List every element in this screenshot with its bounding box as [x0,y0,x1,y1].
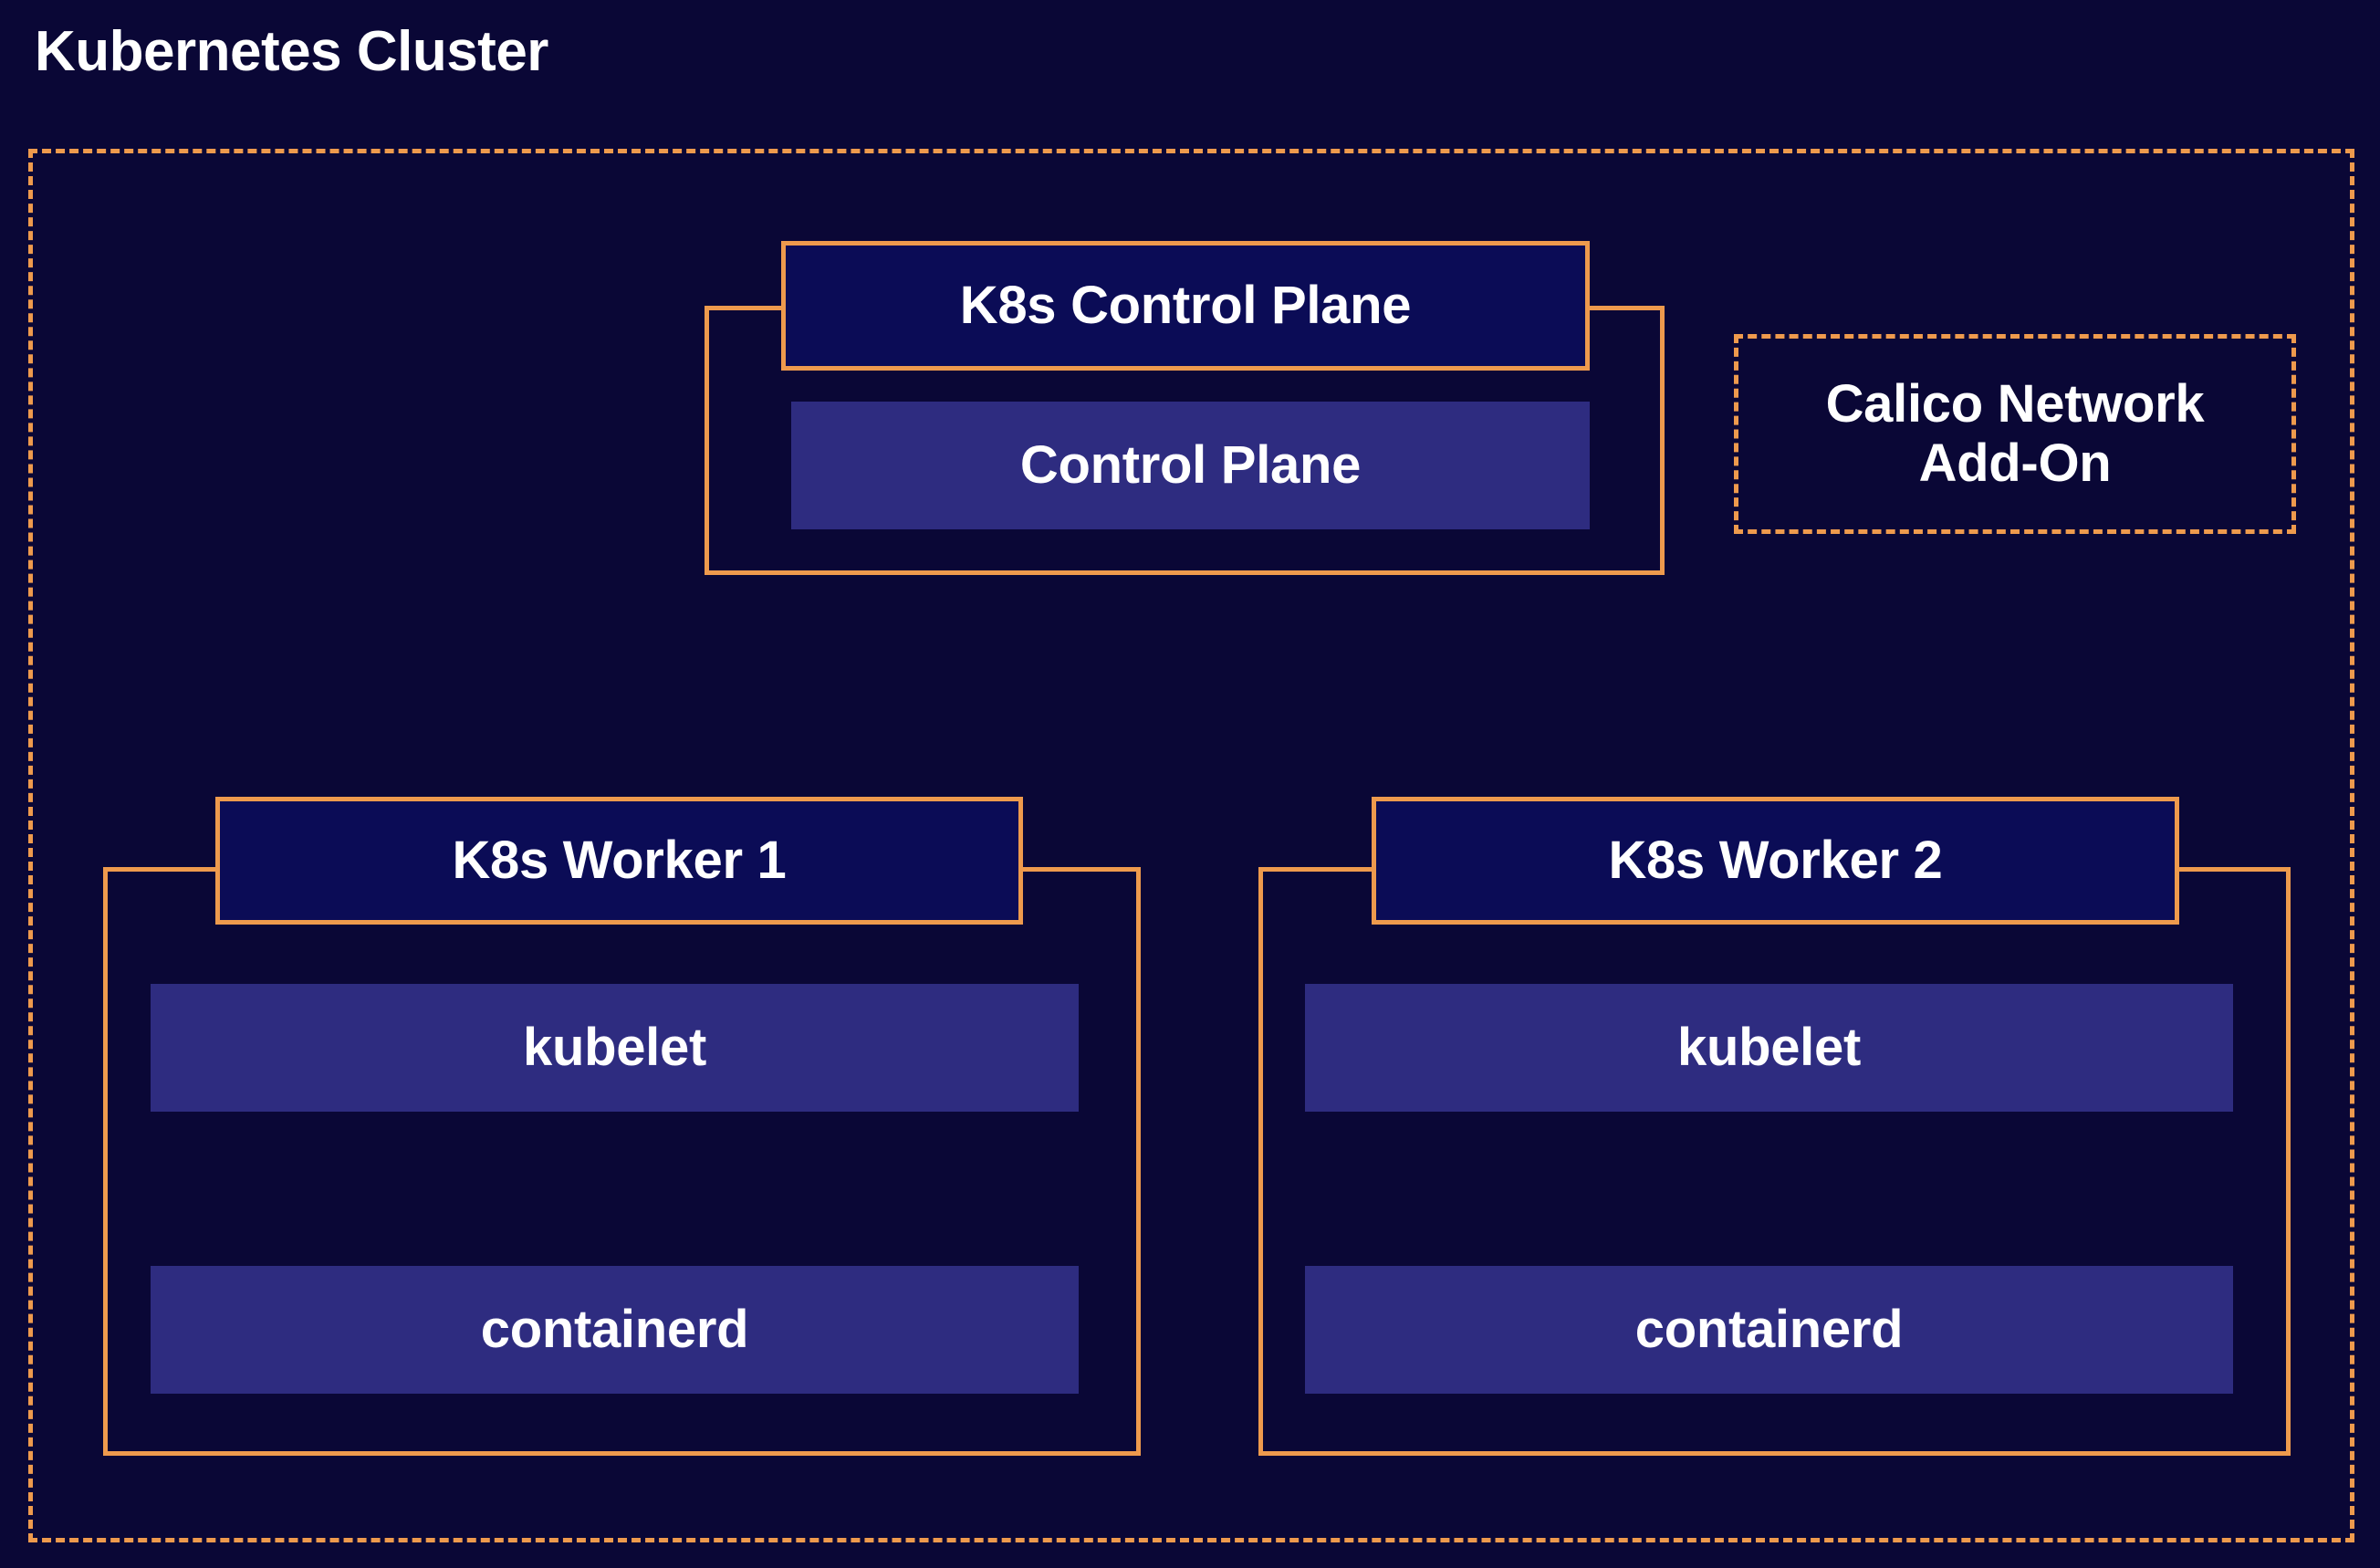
cluster-boundary [28,149,2354,1542]
control-plane-node-header: K8s Control Plane [781,241,1590,371]
worker-2-node-header-label: K8s Worker 2 [1608,831,1943,890]
control-plane-node-header-label: K8s Control Plane [959,276,1412,335]
worker-2-component-containerd-label: containerd [1634,1300,1904,1359]
calico-network-addon: Calico Network Add-On [1734,334,2296,534]
component-control-plane: Control Plane [791,402,1590,529]
component-control-plane-label: Control Plane [1019,435,1362,495]
worker-1-node-header-label: K8s Worker 1 [452,831,787,890]
worker-1-component-kubelet: kubelet [151,984,1079,1112]
page-title: Kubernetes Cluster [35,20,548,83]
worker-2-component-kubelet-label: kubelet [1677,1018,1861,1077]
worker-2-component-kubelet: kubelet [1305,984,2233,1112]
worker-1-component-kubelet-label: kubelet [523,1018,706,1077]
worker-1-component-containerd: containerd [151,1266,1079,1394]
worker-1-node-header: K8s Worker 1 [215,797,1023,925]
worker-1-component-containerd-label: containerd [480,1300,749,1359]
calico-label-line-2: Add-On [1918,433,2112,493]
worker-2-component-containerd: containerd [1305,1266,2233,1394]
worker-2-node-header: K8s Worker 2 [1372,797,2179,925]
calico-network-addon-label: Calico Network Add-On [1825,373,2205,494]
calico-label-line-1: Calico Network [1825,373,2205,434]
